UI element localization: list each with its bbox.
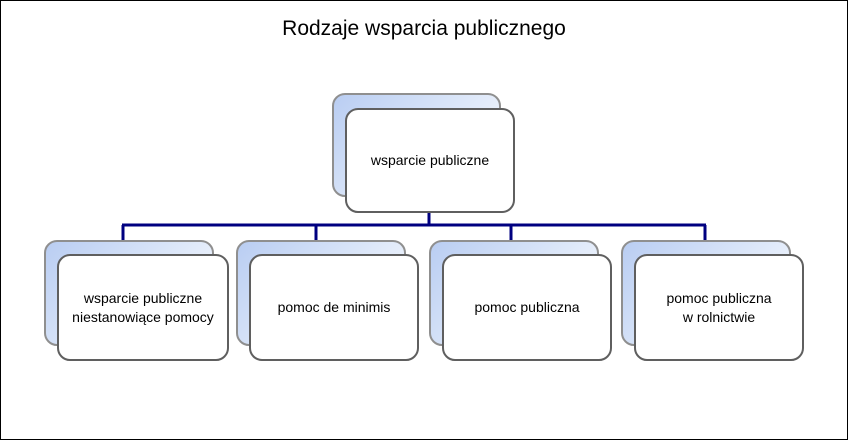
child-node-4-box: pomoc publiczna w rolnictwie (634, 254, 804, 361)
child-node-3-box: pomoc publiczna (442, 254, 612, 361)
child-node-1-box: wsparcie publiczne niestanowiące pomocy (57, 254, 229, 361)
child-node-2-box: pomoc de minimis (249, 254, 419, 361)
root-node-box: wsparcie publiczne (345, 108, 515, 213)
diagram-title: Rodzaje wsparcia publicznego (282, 17, 566, 40)
